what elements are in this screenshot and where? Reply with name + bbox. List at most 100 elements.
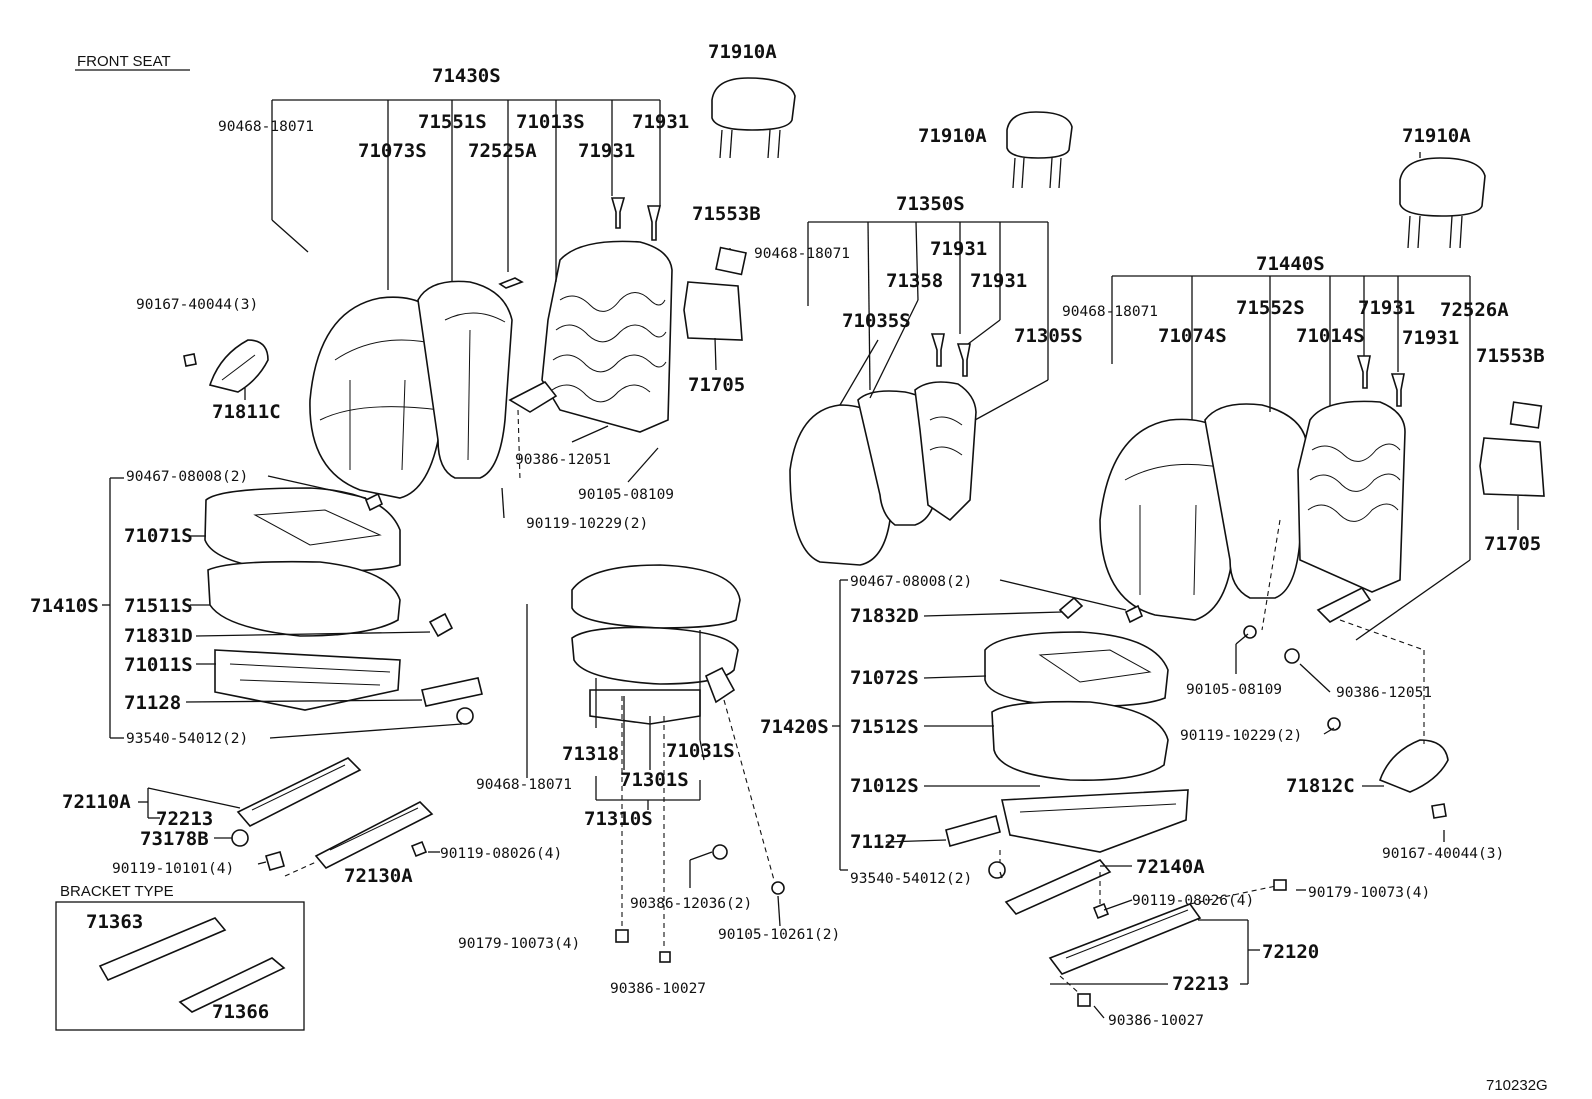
bracket-71128 <box>421 677 483 707</box>
clip-90467-right <box>1124 604 1144 624</box>
nut-90386-12051-right <box>1284 648 1300 664</box>
label-71366: 71366 <box>212 1001 269 1023</box>
board-71705-left <box>683 281 743 341</box>
bracket-type-title: BRACKET TYPE <box>60 883 174 900</box>
label-71305s: 71305S <box>1014 325 1083 347</box>
label-71705-left: 71705 <box>688 374 745 396</box>
bracket-71127 <box>945 815 1001 847</box>
label-90386-12051-right: 90386-12051 <box>1336 685 1432 701</box>
pin-71931-left <box>610 197 662 241</box>
rail-72140a <box>1004 859 1112 915</box>
clip-90179-center <box>615 929 629 943</box>
label-90119-08026-right: 90119-08026(4) <box>1132 893 1254 909</box>
label-71931-f: 71931 <box>1402 327 1459 349</box>
label-71811c: 71811C <box>212 401 281 423</box>
seat-back-frame-right <box>1297 400 1406 623</box>
label-71358: 71358 <box>886 270 943 292</box>
label-90167-right: 90167-40044(3) <box>1382 846 1504 862</box>
knob-73178b <box>231 829 249 847</box>
nut-90386-10027-right <box>1077 993 1091 1007</box>
cushion-cover-center <box>571 564 741 629</box>
label-71011s: 71011S <box>124 654 193 676</box>
bracket-71031s <box>704 666 736 704</box>
label-71553b-left: 71553B <box>692 203 761 225</box>
label-71552s: 71552S <box>1236 297 1305 319</box>
rail-72130a <box>314 801 434 870</box>
label-71931-d: 71931 <box>970 270 1027 292</box>
label-71310s: 71310S <box>584 808 653 830</box>
label-90468-center-top: 90468-18071 <box>754 246 850 262</box>
label-90179-right: 90179-10073(4) <box>1308 885 1430 901</box>
pin-71931-right <box>1356 355 1405 407</box>
headrest-right <box>1399 157 1486 249</box>
label-71931-c: 71931 <box>930 238 987 260</box>
label-71931-b: 71931 <box>578 140 635 162</box>
hinge-cover-71811c <box>208 339 269 393</box>
label-90386-10027-right: 90386-10027 <box>1108 1013 1204 1029</box>
label-90467-right: 90467-08008(2) <box>850 574 972 590</box>
bracket-71366 <box>178 957 286 1013</box>
label-71553b-right: 71553B <box>1476 345 1545 367</box>
clip-90179-right <box>1273 879 1287 891</box>
label-71410s: 71410S <box>30 595 99 617</box>
clip-72525a <box>498 277 524 289</box>
label-71127: 71127 <box>850 831 907 853</box>
label-71910a-left: 71910A <box>708 41 777 63</box>
cushion-pad-left <box>207 560 401 637</box>
rail-72110a <box>236 757 362 827</box>
leader-lines-center <box>526 221 1049 950</box>
label-90179-center: 90179-10073(4) <box>458 936 580 952</box>
label-71071s: 71071S <box>124 525 193 547</box>
label-90119-10229-left: 90119-10229(2) <box>526 516 648 532</box>
bolt-90119-08026-right <box>1092 902 1110 920</box>
bracket-type-box <box>55 901 305 1031</box>
headrest-center <box>1006 111 1073 189</box>
label-71420s: 71420S <box>760 716 829 738</box>
label-93540-right: 93540-54012(2) <box>850 871 972 887</box>
bolt-90119-10229-right <box>1327 717 1341 731</box>
label-72213-right: 72213 <box>1172 973 1229 995</box>
seat-back-frame-left <box>508 240 673 433</box>
label-71931-e: 71931 <box>1358 297 1415 319</box>
label-72120: 72120 <box>1262 941 1319 963</box>
label-72110a: 72110A <box>62 791 131 813</box>
label-90386-12036: 90386-12036(2) <box>630 896 752 912</box>
panel-71553b-right <box>1509 401 1543 429</box>
label-73178b: 73178B <box>140 828 209 850</box>
diagram-title: FRONT SEAT <box>77 53 171 70</box>
cushion-cover-right <box>984 631 1169 708</box>
label-90105-08109-right: 90105-08109 <box>1186 682 1282 698</box>
label-93540-left: 93540-54012(2) <box>126 731 248 747</box>
label-71012s: 71012S <box>850 775 919 797</box>
clip-71831d <box>428 612 454 638</box>
label-71832d: 71832D <box>850 605 919 627</box>
nut-90386-10027-center <box>659 951 671 963</box>
label-90119-08026-left: 90119-08026(4) <box>440 846 562 862</box>
label-90119-10229-right: 90119-10229(2) <box>1180 728 1302 744</box>
label-71128: 71128 <box>124 692 181 714</box>
label-71931-a: 71931 <box>632 111 689 133</box>
rail-72120 <box>1048 903 1202 975</box>
label-71910a-center: 71910A <box>918 125 987 147</box>
cushion-frame-center <box>589 689 701 725</box>
label-90467-left: 90467-08008(2) <box>126 469 248 485</box>
bolt-90167-right <box>1431 803 1447 819</box>
bolt-90167-left <box>183 353 197 367</box>
bracket-71363 <box>98 917 227 982</box>
label-71318: 71318 <box>562 743 619 765</box>
cushion-pad-right <box>991 700 1169 782</box>
label-71014s: 71014S <box>1296 325 1365 347</box>
label-71511s: 71511S <box>124 595 193 617</box>
label-90105-08109-left: 90105-08109 <box>578 487 674 503</box>
label-71363: 71363 <box>86 911 143 933</box>
label-71512s: 71512S <box>850 716 919 738</box>
label-72526a: 72526A <box>1440 299 1509 321</box>
leader-lines-left <box>102 99 731 877</box>
label-90167-left: 90167-40044(3) <box>136 297 258 313</box>
bolt-90119-10101 <box>265 851 285 871</box>
label-71072s: 71072S <box>850 667 919 689</box>
label-71013s: 71013S <box>516 111 585 133</box>
seat-back-frame-center <box>914 381 977 522</box>
clip-90467-left <box>364 492 384 512</box>
